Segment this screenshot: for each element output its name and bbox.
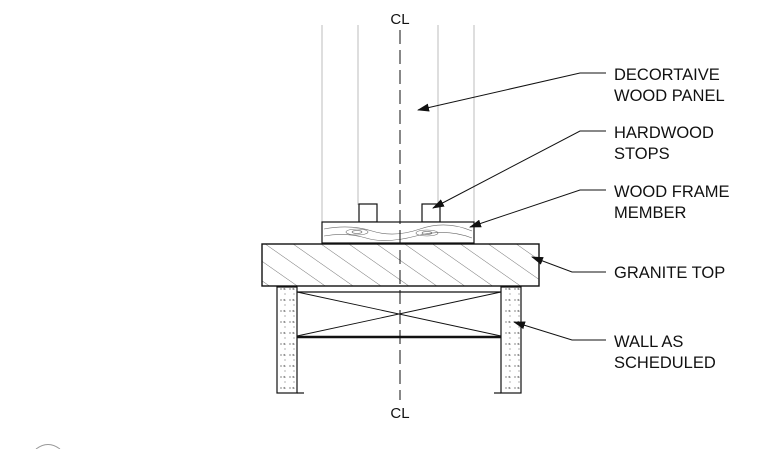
- decorative-wood-panel: [321, 25, 475, 222]
- leader-hardwood-stops: [432, 130, 606, 209]
- leader-wood-frame-member: [469, 189, 606, 228]
- leader-wall-as-scheduled: [513, 321, 606, 341]
- leader-granite-top: [531, 256, 606, 273]
- label-granite-top: GRANITE TOP: [614, 264, 725, 282]
- leader-lines: [417, 72, 606, 341]
- arc-fragment: [35, 444, 61, 449]
- leader-decorative-wood-panel: [417, 72, 606, 112]
- wall-left: [276, 286, 304, 394]
- label-wall-as-scheduled: WALL AS SCHEDULED: [614, 333, 716, 372]
- label-decorative-wood-panel: DECORTAIVE WOOD PANEL: [614, 66, 725, 105]
- label-wood-frame-member: WOOD FRAME MEMBER: [614, 183, 734, 222]
- label-hardwood-stops: HARDWOOD STOPS: [614, 124, 719, 163]
- wall-right: [494, 286, 522, 394]
- wall-cavity: [296, 291, 502, 339]
- centerline-bottom-mark: CL: [390, 405, 409, 422]
- wood-frame-member: [321, 221, 475, 244]
- centerline-top-mark: CL: [390, 11, 409, 28]
